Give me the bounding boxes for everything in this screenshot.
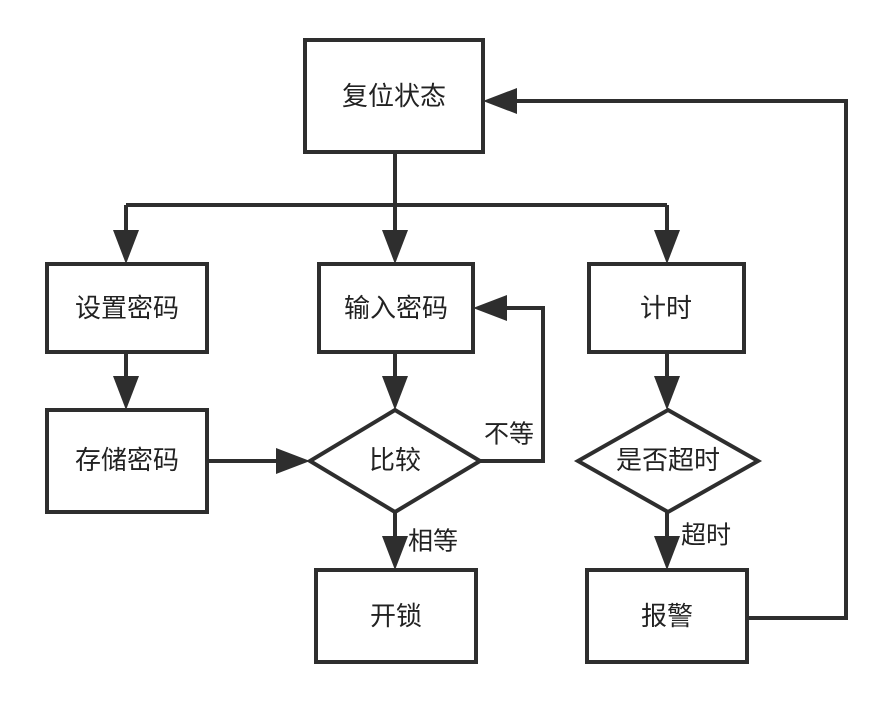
arrow-head-reset-right <box>483 88 517 114</box>
node-store-password-label: 存储密码 <box>75 446 179 476</box>
node-reset-state-label: 复位状态 <box>342 82 446 112</box>
node-timeout-decision-label: 是否超时 <box>616 446 720 476</box>
node-unlock-label: 开锁 <box>370 602 422 632</box>
node-timer[interactable]: 计时 <box>587 262 746 354</box>
arrow-head-compare-top <box>382 376 408 410</box>
node-alarm[interactable]: 报警 <box>585 568 749 664</box>
node-reset-state[interactable]: 复位状态 <box>303 38 485 154</box>
edge-inputpwd-to-compare <box>382 352 408 410</box>
edge-reset-to-inputpwd <box>382 205 408 264</box>
arrow-head-compare-left <box>276 448 310 474</box>
edge-reset-to-setpwd <box>113 205 139 264</box>
edge-label-timed-out: 超时 <box>681 521 731 550</box>
node-compare-decision-label: 比较 <box>369 446 421 476</box>
node-input-password[interactable]: 输入密码 <box>317 262 475 354</box>
edge-timeout-to-alarm <box>654 512 680 570</box>
node-unlock[interactable]: 开锁 <box>314 568 478 664</box>
edge-label-equal: 相等 <box>408 527 458 556</box>
node-timer-shape[interactable] <box>587 262 746 354</box>
edge-compare-to-unlock <box>382 512 408 570</box>
arrow-head-timeout-top <box>654 376 680 410</box>
edge-alarm-to-reset <box>483 88 848 620</box>
arrow-head-timer <box>654 230 680 264</box>
arrow-head-inputpwd <box>382 230 408 264</box>
arrow-head-setpwd <box>113 230 139 264</box>
edge-reset-to-branch-bus <box>126 152 667 207</box>
edge-compare-to-inputpwd <box>473 295 545 463</box>
node-unlock-shape[interactable] <box>314 568 478 664</box>
edge-reset-to-timer <box>654 205 680 264</box>
node-alarm-shape[interactable] <box>585 568 749 664</box>
node-set-password[interactable]: 设置密码 <box>45 262 209 354</box>
edge-timer-to-timeout <box>654 352 680 410</box>
node-input-password-label: 输入密码 <box>344 294 448 324</box>
node-compare-decision[interactable]: 比较 <box>306 407 484 515</box>
node-reset-state-shape[interactable] <box>303 38 485 154</box>
arrow-head-alarm <box>654 536 680 570</box>
node-input-password-shape[interactable] <box>317 262 475 354</box>
arrow-head-storepwd <box>113 376 139 410</box>
node-compare-decision-shape[interactable] <box>306 407 484 515</box>
edge-alarm-reset-line <box>503 99 848 620</box>
edge-storepwd-to-compare <box>207 448 310 474</box>
arrow-head-unlock <box>382 536 408 570</box>
arrow-head-inputpwd-right <box>473 295 507 321</box>
node-store-password[interactable]: 存储密码 <box>45 408 209 514</box>
edge-label-not-equal: 不等 <box>484 420 534 449</box>
node-set-password-label: 设置密码 <box>75 294 179 324</box>
node-store-password-shape[interactable] <box>45 408 209 514</box>
edge-setpwd-to-storepwd <box>113 352 139 410</box>
node-set-password-shape[interactable] <box>45 262 209 354</box>
edge-compare-inputpwd-line <box>480 306 545 463</box>
node-timer-label: 计时 <box>640 294 692 324</box>
node-alarm-label: 报警 <box>641 602 693 632</box>
node-timeout-decision-shape[interactable] <box>573 407 763 515</box>
node-timeout-decision[interactable]: 是否超时 <box>573 407 763 515</box>
